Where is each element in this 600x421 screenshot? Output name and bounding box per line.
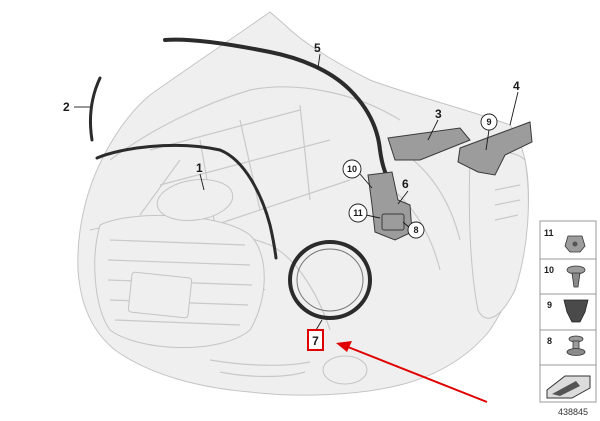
callout-7: 7 [312, 334, 319, 348]
reference-number: 438845 [558, 407, 588, 417]
leader-lines [74, 53, 519, 331]
clip-nut-icon [564, 235, 586, 253]
bracket-arrow-icon [546, 375, 591, 399]
callout-11-circle [348, 203, 368, 223]
seal-part-2 [88, 76, 102, 142]
red-arrow-icon [336, 341, 488, 403]
headlamp-seal [288, 240, 372, 320]
callout-1: 1 [196, 161, 203, 175]
rubber-buffer-icon [563, 299, 589, 323]
callout-6: 6 [402, 177, 409, 191]
callout-10: 10 [347, 164, 357, 174]
callout-2: 2 [63, 100, 70, 114]
callout-10-circle [342, 159, 362, 179]
expanding-rivet-icon [566, 265, 586, 288]
callouts: 1 2 3 4 5 6 8 9 10 11 7 [63, 41, 520, 351]
callout-9-circle [480, 113, 498, 131]
legend-num-8: 8 [547, 336, 552, 346]
hardware-legend: 11 10 9 8 [539, 220, 597, 403]
legend-num-11: 11 [544, 228, 554, 238]
latch-bracket [381, 213, 405, 231]
parts [88, 37, 533, 320]
bracket-part-3 [387, 127, 471, 161]
car-front-body [77, 11, 529, 396]
legend-num-9: 9 [547, 300, 552, 310]
callout-8: 8 [413, 225, 418, 235]
legend-num-10: 10 [544, 265, 554, 275]
callout-4: 4 [513, 79, 520, 93]
callout-9: 9 [486, 117, 491, 127]
seal-part-5 [163, 37, 395, 188]
push-rivet-icon [566, 335, 586, 356]
callout-8-circle [407, 221, 425, 239]
bracket-part-4 [457, 121, 533, 176]
callout-11: 11 [353, 208, 363, 218]
seal-part-1 [95, 143, 278, 260]
callout-5: 5 [314, 41, 321, 55]
headlamp-seal-inner [296, 248, 364, 312]
callout-3: 3 [435, 107, 442, 121]
callout-7-highlight-box [307, 329, 324, 351]
